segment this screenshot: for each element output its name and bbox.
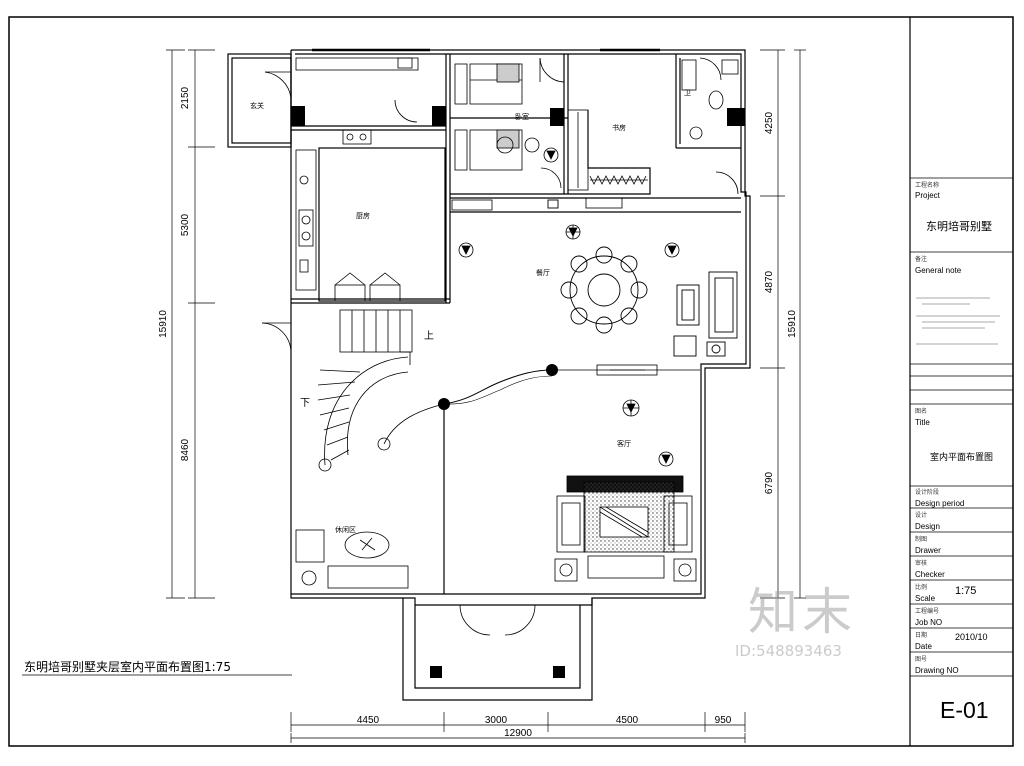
scale-label-cn: 比例 (915, 585, 928, 591)
date-label-cn: 日期 (915, 633, 928, 639)
title-block-lines (910, 177, 1013, 677)
project-label: Project (915, 191, 940, 200)
job-no-label: Job NO (915, 618, 943, 627)
scale-label: Scale (915, 594, 936, 603)
general-notes-text (916, 297, 1000, 345)
staircase (317, 309, 445, 472)
date-label: Date (915, 642, 932, 651)
title-label: Title (915, 418, 930, 427)
dim-left-8460: 8460 (180, 438, 191, 461)
dim-right-6790: 6790 (764, 471, 775, 494)
general-note-label: General note (915, 266, 962, 275)
drawing-title: 东明培哥别墅夹层室内平面布置图1:75 (24, 659, 231, 674)
drawer-label-cn: 制图 (915, 537, 928, 543)
dim-bottom-3000: 3000 (485, 715, 508, 726)
window-units (451, 197, 658, 376)
design-period-label: Design period (915, 499, 965, 508)
ceiling-lights (458, 147, 680, 467)
label-toilet: 卫 (684, 89, 691, 97)
label-bedroom: 卧室 (515, 112, 529, 121)
dim-right-4870: 4870 (764, 270, 775, 293)
dim-left-5300: 5300 (180, 213, 191, 236)
curved-railing (438, 364, 700, 410)
bedroom-furniture (454, 63, 540, 171)
dim-bottom-4450: 4450 (357, 715, 380, 726)
label-study: 书房 (612, 123, 626, 132)
drawing-no-label-cn: 图号 (915, 657, 928, 663)
closet-fixture (567, 109, 648, 191)
living-room-furniture (295, 475, 697, 589)
dim-right-total: 15910 (787, 310, 798, 338)
project-label-cn: 工程名称 (915, 183, 940, 189)
drawer-label: Drawer (915, 546, 941, 555)
dining-set (547, 199, 738, 357)
label-kitchen: 厨房 (356, 211, 370, 220)
door-swings (261, 57, 739, 636)
dim-left-2150: 2150 (180, 86, 191, 109)
dim-bottom-total: 12900 (504, 728, 532, 739)
project-name: 东明培哥别墅 (926, 220, 992, 233)
label-stair-down: 下 (300, 398, 310, 409)
job-no-label-cn: 工程编号 (915, 609, 940, 615)
drawing-no-label: Drawing NO (915, 666, 959, 675)
title-value: 室内平面布置图 (930, 453, 994, 463)
dim-bottom-950: 950 (715, 715, 732, 726)
sheet-border (8, 16, 1014, 747)
checker-label-cn: 审核 (915, 561, 928, 567)
kitchen-fixtures (295, 57, 419, 302)
label-living: 客厅 (617, 439, 631, 448)
dim-bottom-4500: 4500 (616, 715, 639, 726)
label-dining: 餐厅 (536, 268, 550, 277)
watermark-id: ID:548893463 (735, 642, 842, 660)
scale-value: 1:75 (955, 585, 977, 597)
dim-right-4250: 4250 (764, 111, 775, 134)
design-period-label-cn: 设计阶段 (915, 490, 940, 496)
date-value: 2010/10 (955, 632, 988, 642)
title-label-cn: 图名 (915, 409, 928, 415)
label-lounge: 休闲区 (335, 525, 356, 534)
dimension-lines (22, 49, 806, 743)
label-entry: 玄关 (250, 101, 264, 110)
drawing-no-value: E-01 (940, 697, 989, 723)
checker-label: Checker (915, 570, 945, 579)
design-label: Design (915, 522, 940, 531)
dim-left-total: 15910 (158, 310, 169, 338)
design-label-cn: 设计 (915, 513, 928, 519)
plan-walls (227, 48, 751, 701)
structural-columns (291, 106, 745, 678)
bathroom-fixtures (681, 59, 739, 140)
label-stair-up: 上 (424, 330, 434, 342)
watermark-brand: 知末 (748, 583, 856, 641)
general-note-label-cn: 备注 (915, 257, 928, 263)
